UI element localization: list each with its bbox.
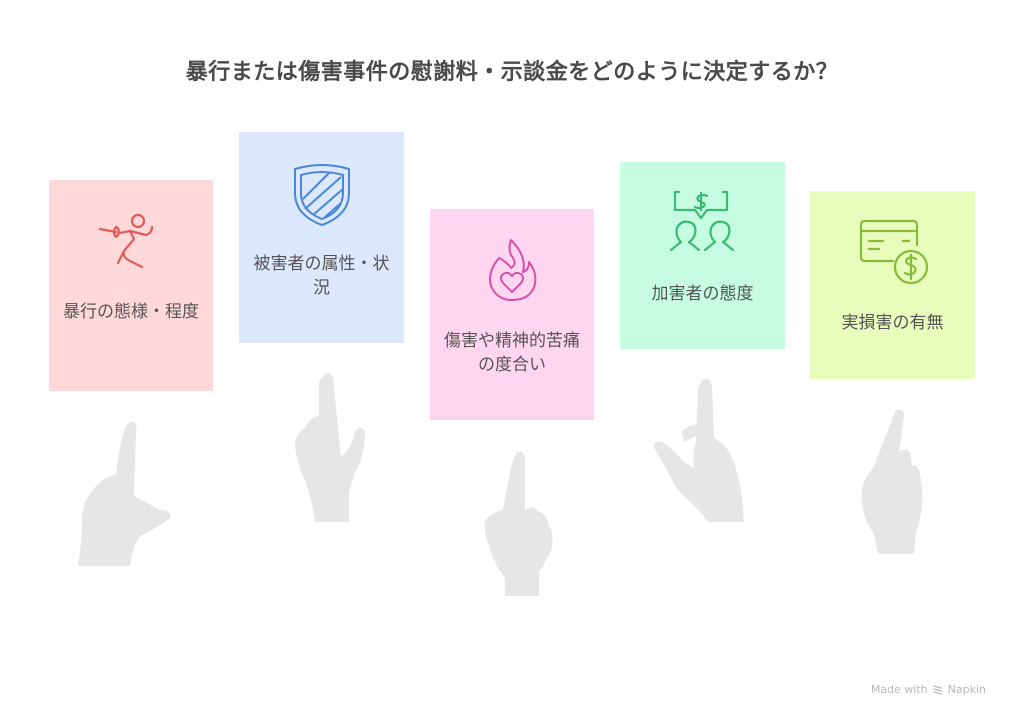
pointing-hand-icon [295,373,365,522]
card-label: 加害者の態度 [651,284,754,304]
card-injury-degree: 傷害や精神的苦痛の度合い [430,209,594,420]
card-label: 被害者の属性・状況 [253,254,390,298]
card-assault-manner: 暴行の態様・程度 [49,180,213,391]
pointing-hand-icon [861,409,923,554]
card-victim-attributes: 被害者の属性・状況 [239,132,404,343]
card-label: 実損害の有無 [841,313,944,333]
flame-heart-icon [472,231,552,311]
diagram-title: 暴行または傷害事件の慰謝料・示談金をどのように決定するか？ [185,60,839,85]
card-dollar-icon [853,213,933,293]
pointing-hand-icon [78,421,171,566]
card-actual-damages: 実損害の有無 [810,191,975,379]
card-offender-attitude: 加害者の態度 [620,162,785,349]
card-label: 傷害や精神的苦痛の度合い [444,331,580,375]
people-dollar-icon [663,184,743,264]
pointing-hand-icon [484,451,553,596]
pointing-hand-icon [653,378,744,522]
card-label: 暴行の態様・程度 [63,302,199,322]
napkin-logo-icon [932,684,942,695]
shield-icon [282,154,362,234]
napkin-watermark[interactable]: Made with Napkin [871,683,986,696]
watermark-prefix: Made with [870,683,928,696]
fencer-icon [91,202,171,282]
watermark-brand: Napkin [947,683,986,696]
